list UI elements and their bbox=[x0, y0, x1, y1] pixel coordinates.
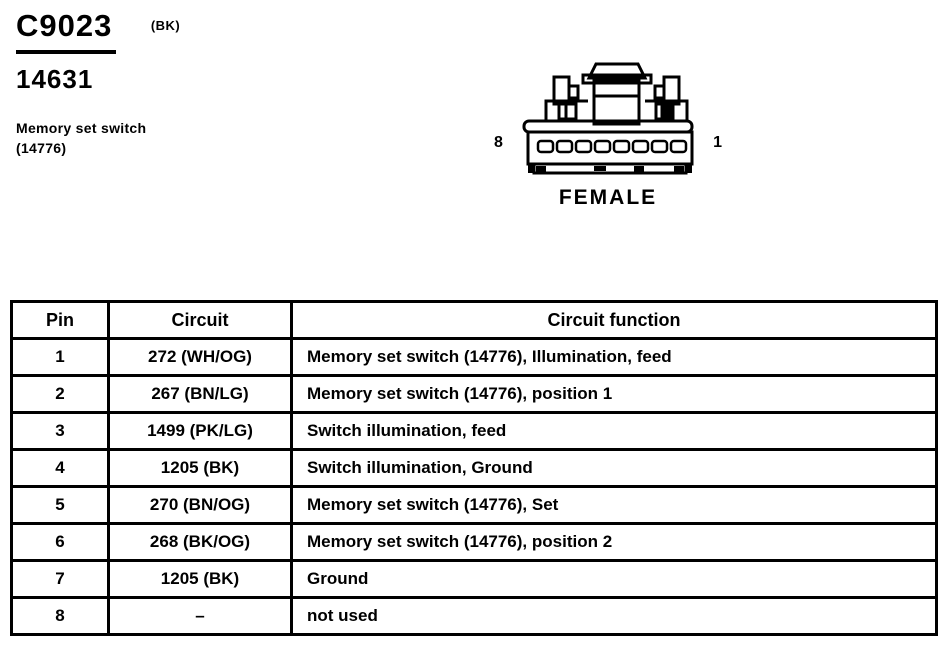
pin-number: 5 bbox=[10, 485, 110, 525]
pin-number: 1 bbox=[10, 337, 110, 377]
connector-gender-label: FEMALE bbox=[558, 186, 658, 209]
connector-figure: 8 1 FEMALE bbox=[488, 58, 728, 218]
connector-left-pin-label: 8 bbox=[494, 134, 503, 151]
circuit-function: not used bbox=[290, 596, 938, 636]
pin-number: 6 bbox=[10, 522, 110, 562]
connector-id: C9023 bbox=[16, 9, 117, 54]
column-header-function: Circuit function bbox=[290, 300, 938, 340]
pin-number: 7 bbox=[10, 559, 110, 599]
column-header-circuit: Circuit bbox=[107, 300, 293, 340]
table-row: 7 1205 (BK) Ground bbox=[10, 559, 938, 599]
circuit-value: 268 (BK/OG) bbox=[107, 522, 293, 562]
circuit-function: Memory set switch (14776), Set bbox=[290, 485, 938, 525]
circuit-function: Switch illumination, feed bbox=[290, 411, 938, 451]
circuit-value: 267 (BN/LG) bbox=[107, 374, 293, 414]
table-header-row: Pin Circuit Circuit function bbox=[10, 300, 938, 340]
table-row: 3 1499 (PK/LG) Switch illumination, feed bbox=[10, 411, 938, 451]
component-part-ref: (14776) bbox=[16, 140, 67, 157]
circuit-function: Memory set switch (14776), position 2 bbox=[290, 522, 938, 562]
component-description: Memory set switch (14776) bbox=[16, 118, 146, 159]
pinout-table: Pin Circuit Circuit function 1 272 (WH/O… bbox=[10, 300, 938, 636]
circuit-value: 270 (BN/OG) bbox=[107, 485, 293, 525]
part-number: 14631 bbox=[16, 64, 94, 94]
circuit-value: 1205 (BK) bbox=[107, 448, 293, 488]
pin-number: 3 bbox=[10, 411, 110, 451]
column-header-pin: Pin bbox=[10, 300, 110, 340]
pin-number: 2 bbox=[10, 374, 110, 414]
circuit-value: 1499 (PK/LG) bbox=[107, 411, 293, 451]
table-row: 1 272 (WH/OG) Memory set switch (14776),… bbox=[10, 337, 938, 377]
connector-drawing-icon bbox=[522, 62, 694, 175]
component-name: Memory set switch bbox=[16, 120, 147, 136]
circuit-function: Switch illumination, Ground bbox=[290, 448, 938, 488]
connector-right-pin-label: 1 bbox=[713, 134, 722, 151]
circuit-function: Memory set switch (14776), position 1 bbox=[290, 374, 938, 414]
table-row: 5 270 (BN/OG) Memory set switch (14776),… bbox=[10, 485, 938, 525]
table-row: 8 – not used bbox=[10, 596, 938, 636]
table-row: 4 1205 (BK) Switch illumination, Ground bbox=[10, 448, 938, 488]
circuit-value: 1205 (BK) bbox=[107, 559, 293, 599]
table-row: 6 268 (BK/OG) Memory set switch (14776),… bbox=[10, 522, 938, 562]
page-header: C9023 (BK) bbox=[16, 9, 181, 54]
circuit-value: – bbox=[107, 596, 293, 636]
circuit-function: Memory set switch (14776), Illumination,… bbox=[290, 337, 938, 377]
table-row: 2 267 (BN/LG) Memory set switch (14776),… bbox=[10, 374, 938, 414]
circuit-value: 272 (WH/OG) bbox=[107, 337, 293, 377]
connector-color-code: (BK) bbox=[150, 18, 181, 33]
pin-number: 8 bbox=[10, 596, 110, 636]
circuit-function: Ground bbox=[290, 559, 938, 599]
pin-number: 4 bbox=[10, 448, 110, 488]
